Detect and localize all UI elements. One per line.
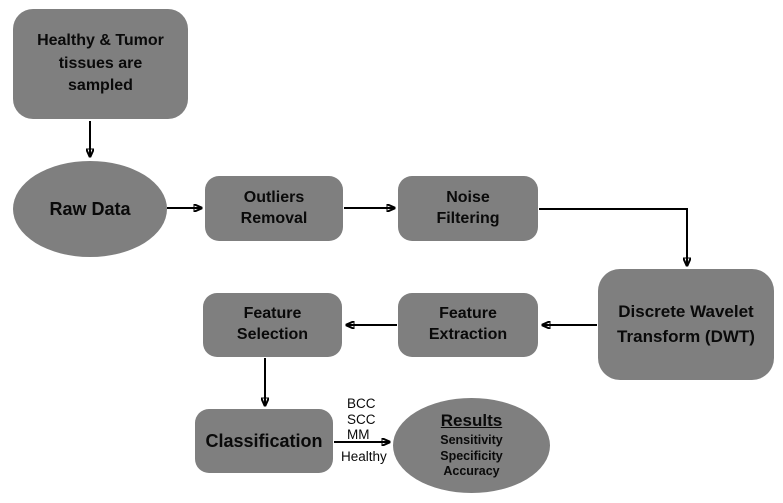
node-results: Results Sensitivity Specificity Accuracy — [393, 398, 550, 493]
output-label-mm: MM — [347, 427, 370, 442]
node-raw-data: Raw Data — [13, 161, 167, 257]
classification-output-labels-above: BCC SCC MM — [347, 396, 376, 443]
node-sampling: Healthy & Tumor tissues are sampled — [13, 9, 188, 119]
node-outliers-removal-label: Outliers Removal — [240, 188, 308, 227]
node-feature-selection: Feature Selection — [203, 293, 342, 357]
node-noise-filtering-label: Noise Filtering — [436, 188, 500, 227]
node-noise-filtering: Noise Filtering — [398, 176, 538, 241]
node-feature-extraction-label: Feature Extraction — [428, 305, 508, 343]
results-item-sensitivity: Sensitivity — [440, 433, 503, 448]
output-label-scc: SCC — [347, 411, 376, 427]
results-title: Results — [440, 411, 503, 431]
node-classification-label: Classification — [205, 430, 323, 451]
node-sampling-label: Healthy & Tumor tissues are sampled — [37, 32, 164, 95]
node-classification: Classification — [195, 409, 333, 473]
node-raw-data-label: Raw Data — [49, 198, 131, 219]
node-feature-selection-label: Feature Selection — [236, 305, 309, 343]
node-feature-extraction: Feature Extraction — [398, 293, 538, 357]
node-dwt: Discrete Wavelet Transform (DWT) — [598, 269, 774, 380]
node-outliers-removal: Outliers Removal — [205, 176, 343, 241]
results-item-specificity: Specificity — [440, 448, 503, 463]
results-item-accuracy: Accuracy — [443, 464, 500, 479]
node-dwt-label: Discrete Wavelet Transform (DWT) — [617, 301, 755, 346]
arrow-noise-to-dwt — [539, 208, 687, 265]
output-label-healthy: Healthy — [341, 449, 387, 464]
output-label-bcc: BCC — [347, 396, 376, 411]
